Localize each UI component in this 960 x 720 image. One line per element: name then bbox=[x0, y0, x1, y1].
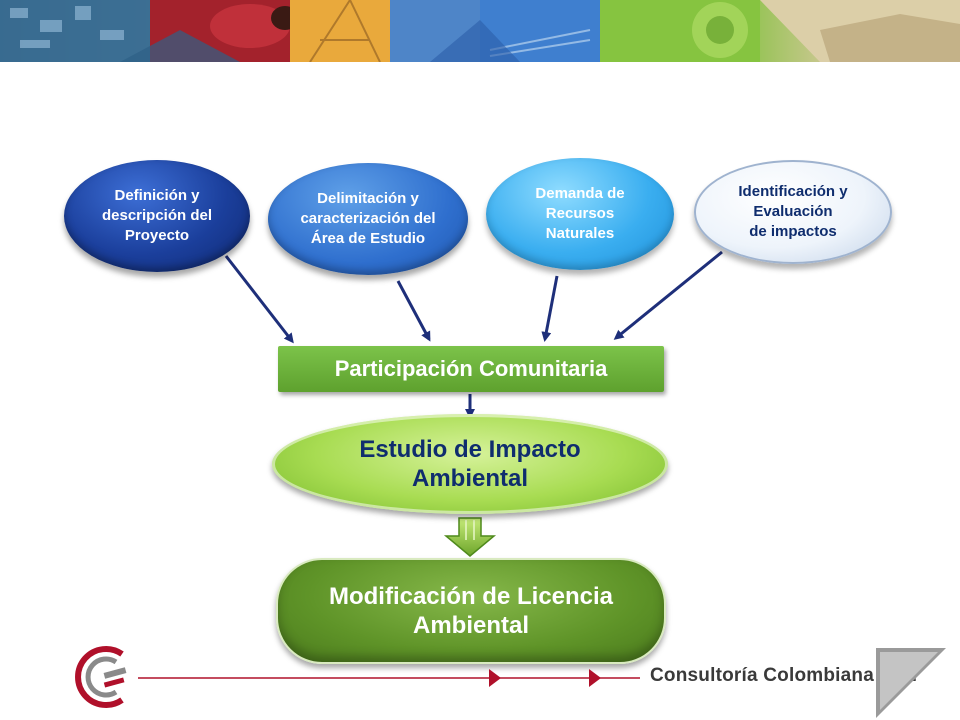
node-demanda-line: Demanda de bbox=[535, 185, 625, 202]
licencia-line: Modificación de Licencia bbox=[328, 583, 614, 610]
node-demanda: Demanda de Recursos Naturales bbox=[486, 158, 674, 270]
node-definicion: Definición y descripción del Proyecto bbox=[64, 160, 250, 272]
node-delimitacion-line: Delimitación y bbox=[317, 190, 419, 207]
participacion-label: Participación Comunitaria bbox=[334, 356, 608, 381]
node-estudio-impacto: Estudio de Impacto Ambiental bbox=[272, 414, 668, 514]
arrow-definicion-to-participacion bbox=[224, 255, 294, 344]
node-definicion-line: descripción del bbox=[101, 207, 213, 224]
arrow-delimitacion-to-participacion bbox=[396, 280, 431, 342]
company-name: Consultoría Colombiana S.A. bbox=[650, 665, 918, 686]
node-definicion-line: Definición y bbox=[114, 187, 200, 204]
arrow-demanda-to-participacion bbox=[541, 275, 559, 342]
estudio-line: Estudio de Impacto bbox=[359, 436, 581, 463]
banner-photo-collage bbox=[0, 0, 960, 62]
footer-marker-icon bbox=[589, 669, 601, 687]
node-demanda-line: Naturales bbox=[545, 225, 615, 242]
footer-marker-icon bbox=[489, 669, 501, 687]
node-definicion-line: Proyecto bbox=[124, 227, 190, 244]
down-arrow-icon bbox=[443, 517, 497, 557]
estudio-line: Ambiental bbox=[411, 465, 528, 492]
corner-fold-icon bbox=[876, 648, 946, 718]
node-identificacion: Identificación y Evaluación de impactos bbox=[694, 160, 892, 264]
node-identificacion-line: de impactos bbox=[749, 223, 837, 240]
arrow-identificacion-to-participacion bbox=[613, 250, 723, 340]
node-demanda-line: Recursos bbox=[545, 205, 615, 222]
node-modificacion-licencia: Modificación de Licencia Ambiental bbox=[276, 558, 666, 664]
node-identificacion-line: Identificación y bbox=[738, 183, 848, 200]
node-delimitacion-line: caracterización del bbox=[300, 210, 436, 227]
node-delimitacion-line: Área de Estudio bbox=[310, 230, 426, 247]
licencia-line: Ambiental bbox=[412, 612, 529, 639]
node-delimitacion: Delimitación y caracterización del Área … bbox=[268, 163, 468, 275]
company-logo-icon bbox=[75, 646, 127, 708]
node-identificacion-line: Evaluación bbox=[753, 203, 833, 220]
node-participacion-comunitaria: Participación Comunitaria bbox=[278, 346, 664, 392]
